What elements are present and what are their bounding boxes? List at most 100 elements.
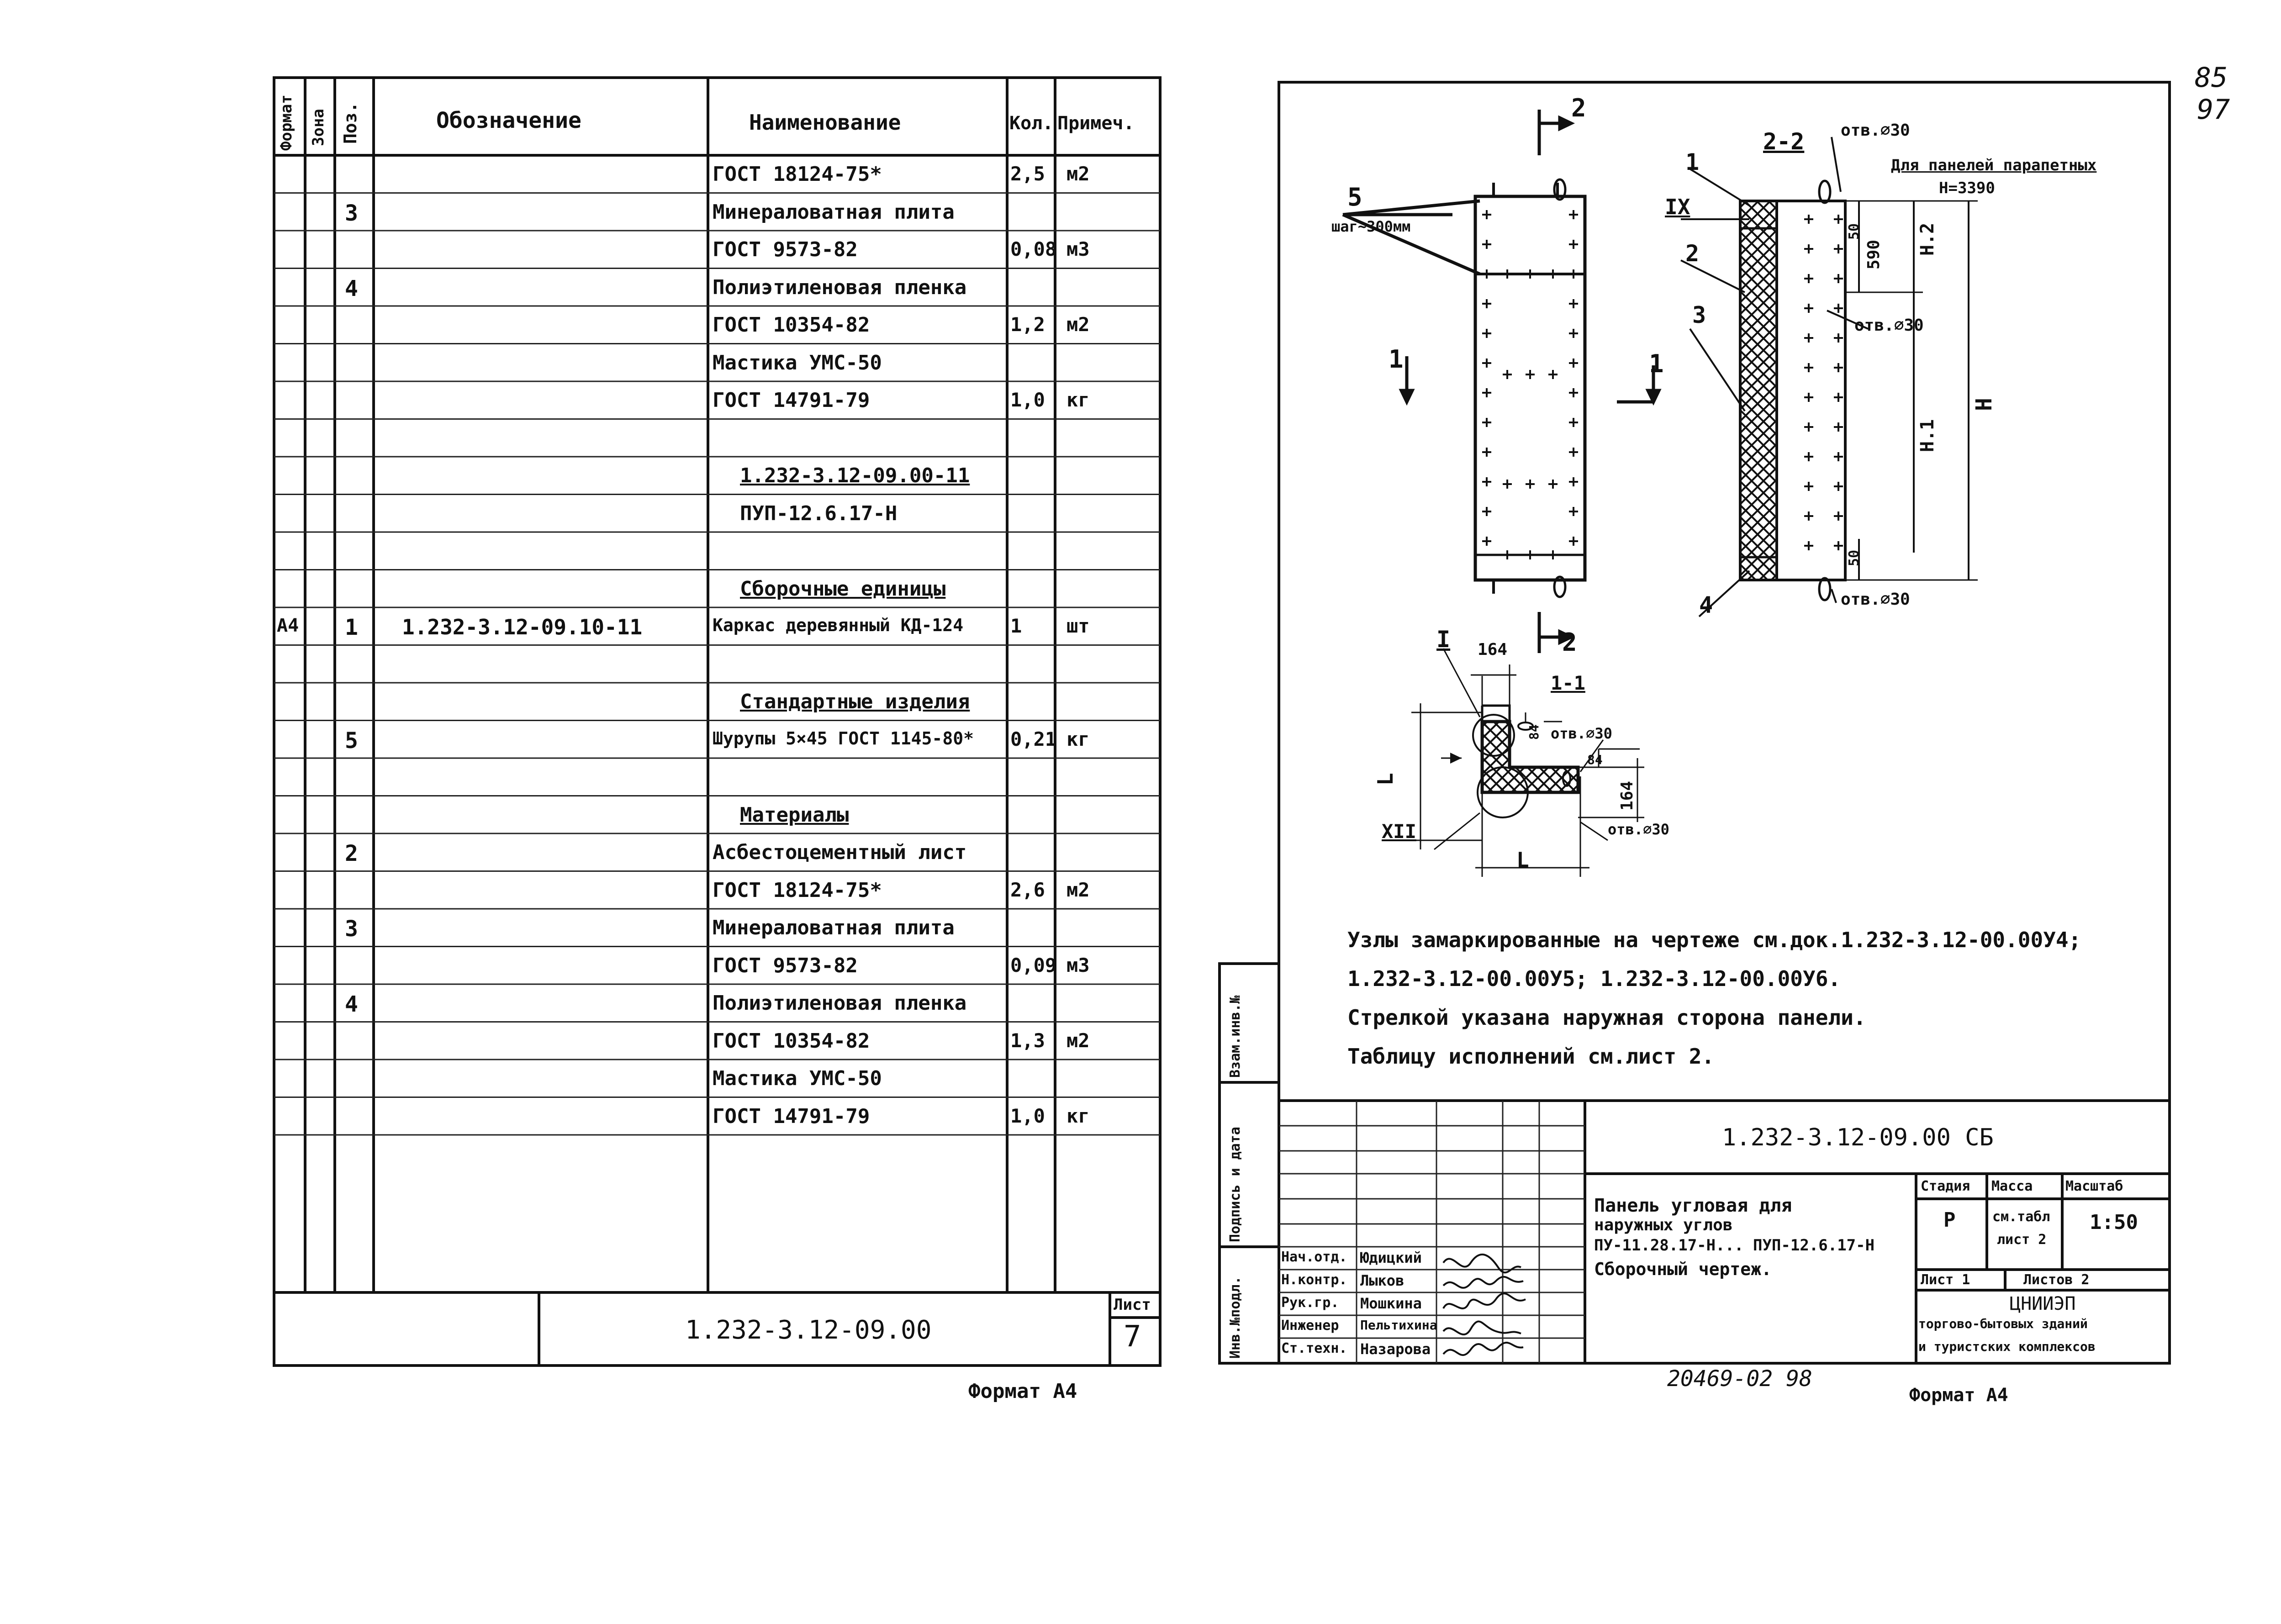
spec-cell-name: Асбестоцементный лист xyxy=(713,841,967,864)
org-line-3: и туристских комплексов xyxy=(1918,1339,2096,1354)
title-line-2: наружных углов xyxy=(1594,1216,1733,1234)
stage-value: Р xyxy=(1943,1208,1956,1232)
spec-format-label: Формат А4 xyxy=(968,1380,1077,1403)
dim-h1: Н.1 xyxy=(1917,419,1938,452)
col-header-name: Наименование xyxy=(749,110,901,135)
spec-cell-name: ГОСТ 18124-75* xyxy=(713,878,882,902)
spec-cell-name: Материалы xyxy=(740,803,849,827)
fastener-mark xyxy=(1834,482,1843,491)
section-1-1 xyxy=(1411,648,1644,877)
pos-label-1: 1 xyxy=(1685,149,1700,175)
fastener-mark xyxy=(1503,550,1512,559)
spec-cell-designation: 1.232-3.12-09.10-11 xyxy=(402,615,643,639)
role-1: Нач.отд. xyxy=(1281,1249,1347,1265)
dim-l-horizontal: L xyxy=(1516,848,1529,872)
section-mark-2-top: 2 xyxy=(1571,94,1586,122)
stamp-inv-sub: Инв.№подл. xyxy=(1227,1276,1243,1359)
fastener-mark xyxy=(1482,537,1491,546)
fastener-mark xyxy=(1834,274,1843,283)
spec-cell-name: Полиэтиленовая пленка xyxy=(713,275,967,299)
fastener-mark xyxy=(1548,480,1558,489)
spec-cell-note: м2 xyxy=(1067,878,1090,901)
spec-cell-qty: 0,21 xyxy=(1010,728,1057,750)
fastener-mark xyxy=(1548,370,1558,379)
spec-cell-note: м2 xyxy=(1067,163,1090,185)
spec-cell-name: ГОСТ 18124-75* xyxy=(713,163,882,186)
pos-label-3: 3 xyxy=(1692,302,1706,328)
title-line-1: Панель угловая для xyxy=(1594,1195,1792,1216)
spec-cell-format: А4 xyxy=(277,615,299,636)
spec-cell-pos: 3 xyxy=(345,916,358,942)
spec-cell-note: м2 xyxy=(1067,1029,1090,1052)
fastener-mark xyxy=(1569,299,1578,308)
name-1: Юдицкий xyxy=(1360,1249,1422,1266)
dim-h2: Н.2 xyxy=(1917,222,1938,256)
fastener-mark xyxy=(1482,329,1491,338)
hole-label-bottom: отв.⌀30 xyxy=(1841,590,1910,609)
fastener-mark xyxy=(1834,393,1843,402)
fastener-mark xyxy=(1804,244,1813,253)
spec-cell-note: м3 xyxy=(1067,954,1090,976)
sheet-label: Лист 1 xyxy=(1921,1272,1970,1288)
fastener-mark xyxy=(1482,240,1491,249)
fastener-mark xyxy=(1804,511,1813,521)
drawing-format-label: Формат А4 xyxy=(1909,1385,2008,1406)
pos-label-4: 4 xyxy=(1699,592,1713,618)
fastener-mark xyxy=(1526,269,1535,279)
fastener-mark xyxy=(1834,511,1843,521)
fastener-mark xyxy=(1569,477,1578,486)
fastener-mark xyxy=(1804,333,1813,343)
bottom-code: 20469-02 98 xyxy=(1667,1366,1812,1392)
fastener-mark xyxy=(1482,210,1491,219)
spec-cell-name: ГОСТ 10354-82 xyxy=(713,1029,870,1053)
node-label-xii: XII xyxy=(1382,820,1416,843)
role-3: Рук.гр. xyxy=(1281,1295,1339,1311)
fastener-mark xyxy=(1482,359,1491,368)
name-2: Лыков xyxy=(1360,1272,1405,1289)
hole-label-section1: отв.⌀30 xyxy=(1551,725,1612,742)
spec-cell-note: кг xyxy=(1067,728,1090,750)
role-5: Ст.техн. xyxy=(1281,1340,1347,1356)
spec-cell-qty: 0,08 xyxy=(1010,238,1057,260)
sheets-label: Листов 2 xyxy=(2023,1272,2090,1288)
dim-164-top: 164 xyxy=(1478,640,1508,659)
spec-cell-name: Каркас деревянный КД-124 xyxy=(713,615,964,635)
fastener-mark xyxy=(1834,215,1843,224)
name-3: Мошкина xyxy=(1360,1295,1422,1312)
fastener-mark xyxy=(1526,370,1535,379)
fastener-mark xyxy=(1569,537,1578,546)
spec-cell-pos: 1 xyxy=(345,615,358,640)
spec-cell-name: Мастика УМС-50 xyxy=(713,1067,882,1090)
name-4: Пельтихина xyxy=(1360,1318,1437,1333)
note-line-4: Таблицу исполнений см.лист 2. xyxy=(1347,1044,1715,1069)
spec-cell-pos: 2 xyxy=(345,841,358,866)
hole-label-section1-bottom: отв.⌀30 xyxy=(1608,821,1669,838)
fastener-mark xyxy=(1834,244,1843,253)
spec-cell-name: Минераловатная плита xyxy=(713,200,955,224)
spec-cell-name: Мастика УМС-50 xyxy=(713,351,882,374)
mass-label: Масса xyxy=(1991,1178,2033,1194)
fastener-mark xyxy=(1482,388,1491,397)
corner-mark-1: 85 xyxy=(2195,62,2228,94)
fastener-mark xyxy=(1548,269,1558,279)
fastener-mark xyxy=(1526,550,1535,559)
fastener-mark xyxy=(1482,269,1491,279)
fastener-mark xyxy=(1569,329,1578,338)
spec-cell-qty: 0,09 xyxy=(1010,954,1057,976)
org-line-2: торгово-бытовых зданий xyxy=(1918,1316,2088,1331)
dim-590: 590 xyxy=(1864,239,1883,269)
fastener-mark xyxy=(1804,274,1813,283)
fastener-mark xyxy=(1804,363,1813,372)
section-title-2-2: 2-2 xyxy=(1763,128,1805,155)
fastener-mark xyxy=(1804,482,1813,491)
section-mark-1-left: 1 xyxy=(1389,345,1404,374)
spec-cell-pos: 4 xyxy=(345,991,358,1017)
step-text: шаг~300мм xyxy=(1331,218,1411,235)
spec-sheet-number: 7 xyxy=(1124,1320,1141,1354)
spec-cell-qty: 1,3 xyxy=(1010,1029,1045,1052)
fastener-mark xyxy=(1569,240,1578,249)
spec-cell-name: ГОСТ 9573-82 xyxy=(713,238,858,261)
fastener-mark xyxy=(1503,269,1512,279)
stage-label: Стадия xyxy=(1921,1178,1970,1194)
